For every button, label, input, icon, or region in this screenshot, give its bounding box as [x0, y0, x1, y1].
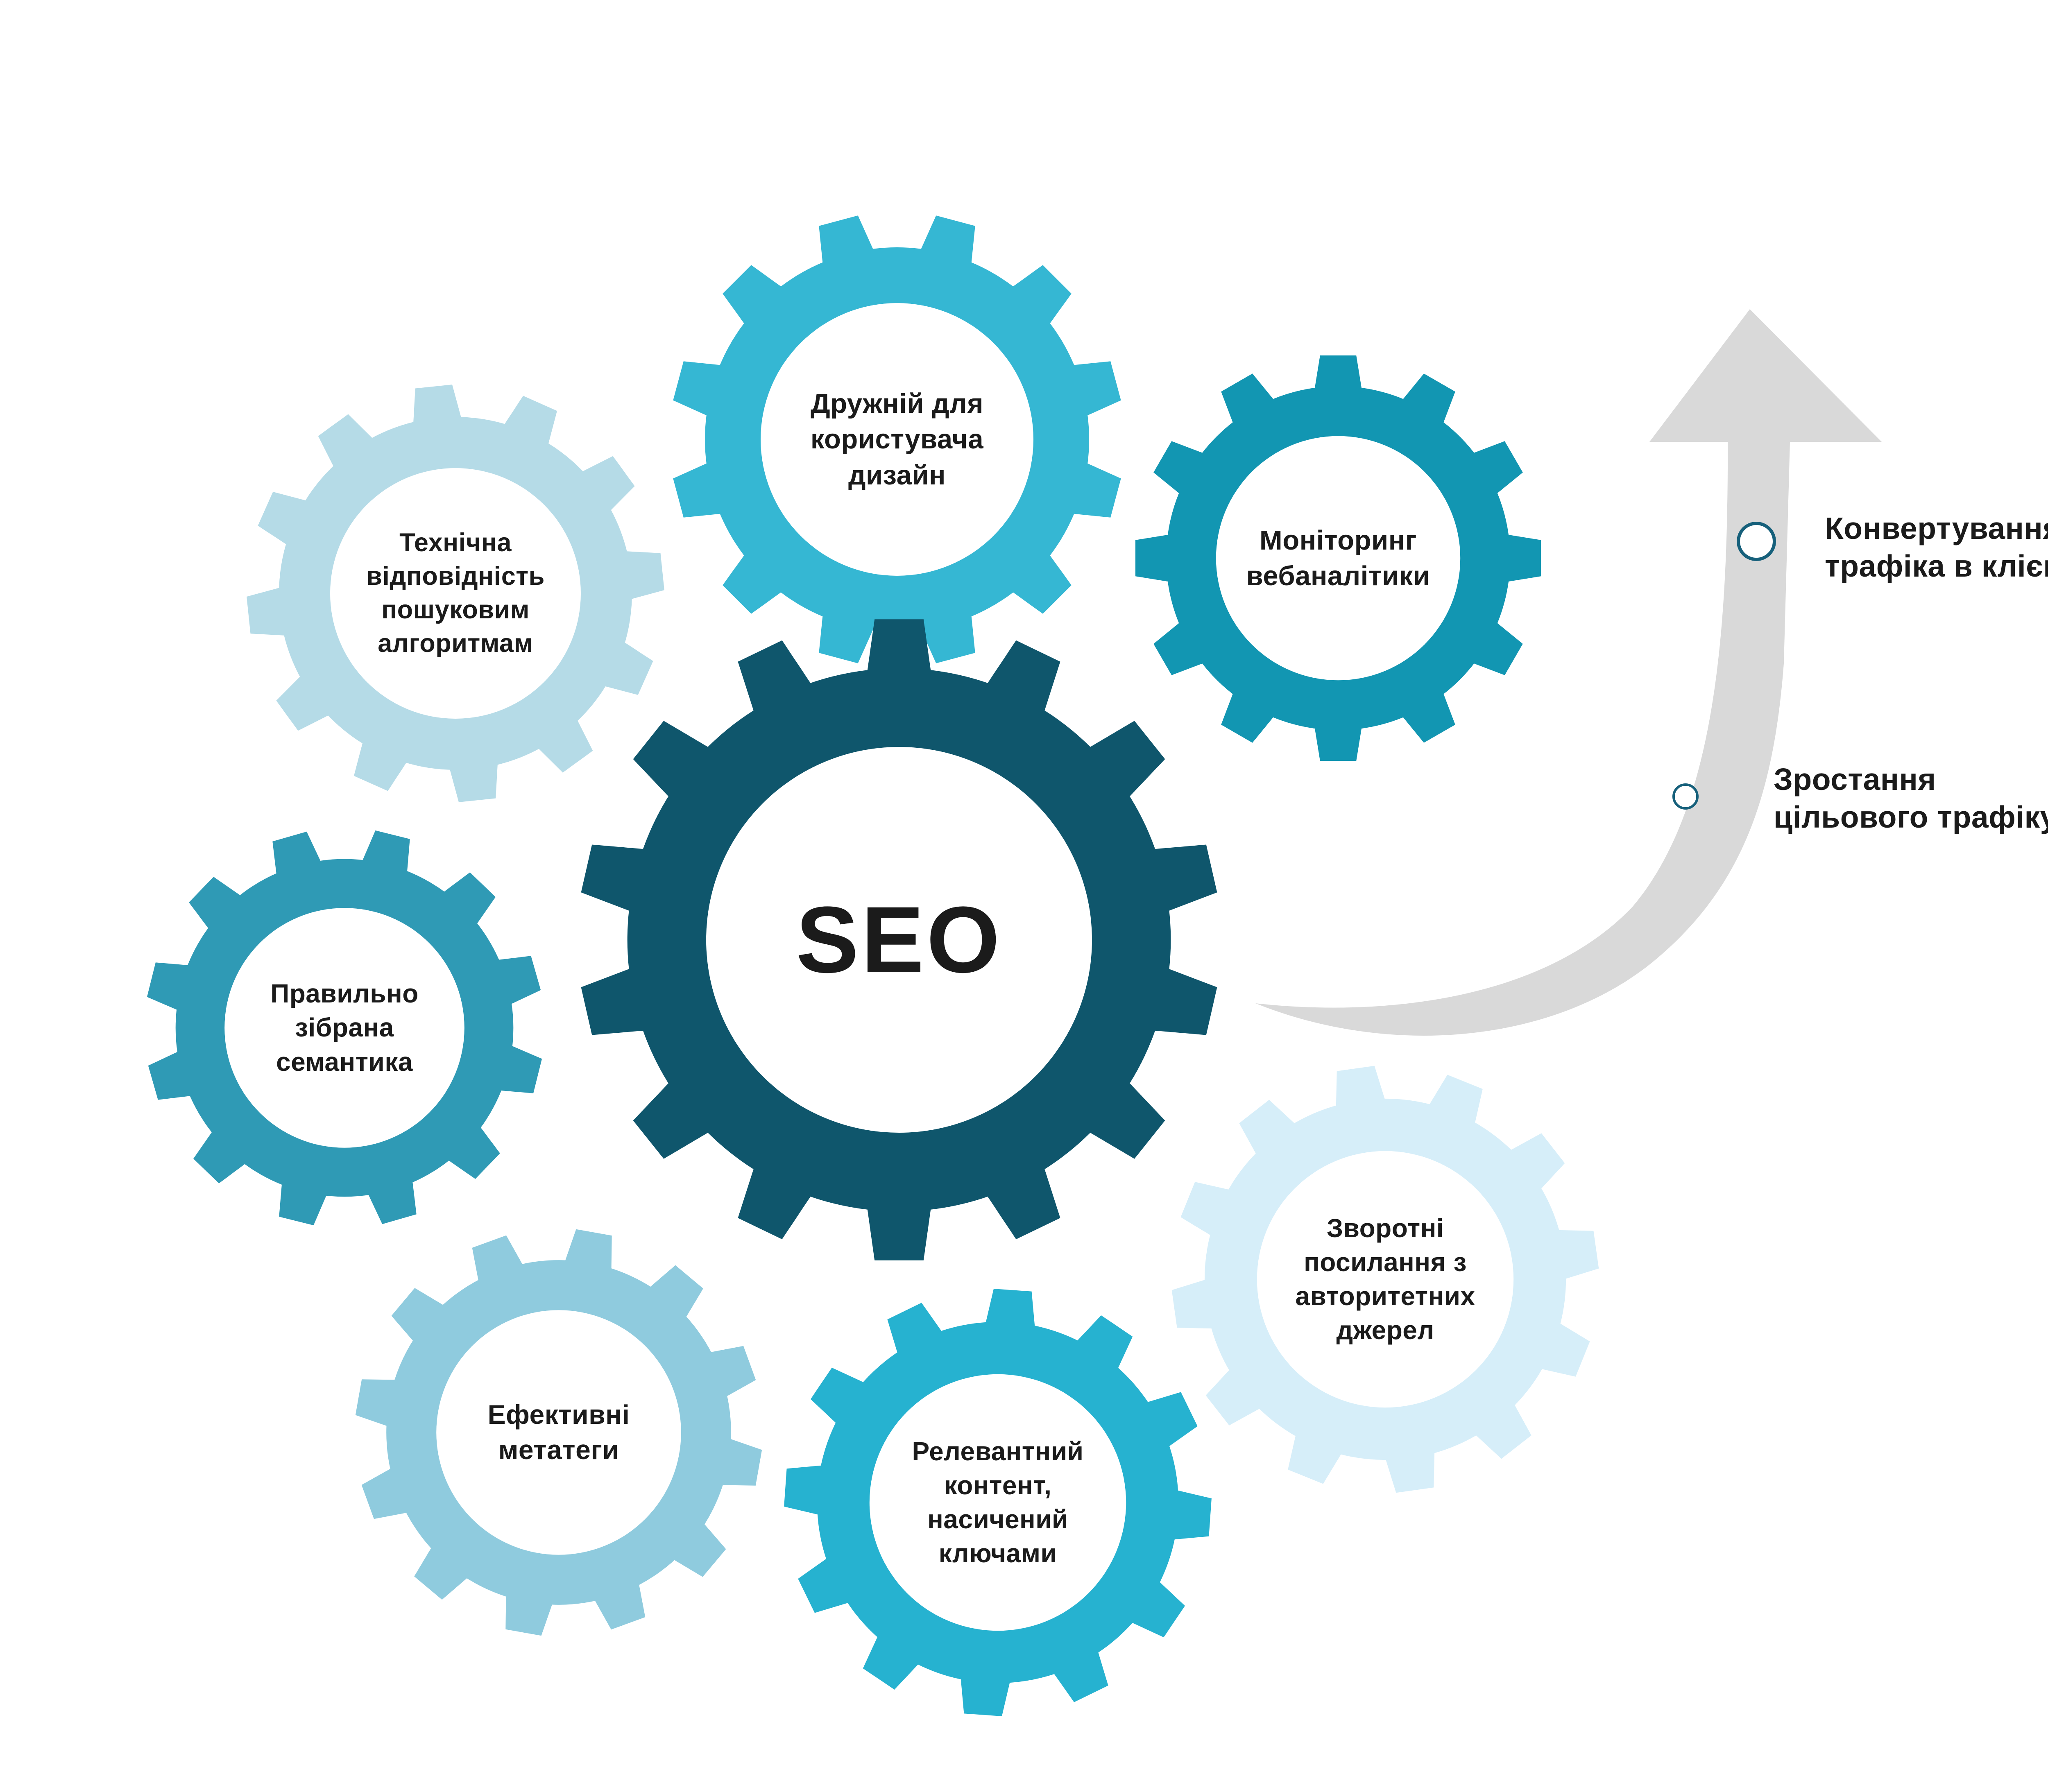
gear-label-tech-compliance: Технічна відповідність пошуковим алгорит…	[366, 528, 545, 658]
gear-label-user-friendly-design: Дружній для користувача дизайн	[810, 388, 984, 491]
backlinks-gear-center	[1257, 1151, 1514, 1408]
tech-compliance-gear-center	[330, 468, 581, 719]
web-analytics-gear-center	[1216, 436, 1461, 681]
gear-label-web-analytics: Моніторинг вебаналітики	[1246, 525, 1430, 591]
meta-tags-gear-center	[436, 1310, 681, 1555]
milestone-marker-traffic-growth	[1672, 783, 1699, 810]
semantics-gear-center	[224, 908, 464, 1148]
growth-arrow	[1255, 309, 1882, 1036]
milestone-marker-traffic-conversion	[1737, 522, 1776, 561]
seo-gear-center	[706, 747, 1092, 1133]
user-friendly-design-gear-center	[761, 303, 1033, 576]
milestone-label-traffic-growth: Зростання цільового трафіку	[1774, 762, 2048, 834]
gear-label-relevant-content: Релевантний контент, насичений ключами	[912, 1436, 1084, 1568]
gear-label-semantics: Правильно зібрана семантика	[270, 979, 419, 1077]
relevant-content-gear-center	[869, 1374, 1126, 1631]
gear-label-backlinks: Зворотні посилання з авторитетних джерел	[1295, 1213, 1475, 1345]
milestone-label-traffic-conversion: Конвертування трафіка в клієнтів	[1825, 511, 2048, 583]
gear-label-meta-tags: Ефективні метатеги	[487, 1399, 630, 1465]
seo-center-label: SEO	[796, 887, 1002, 992]
